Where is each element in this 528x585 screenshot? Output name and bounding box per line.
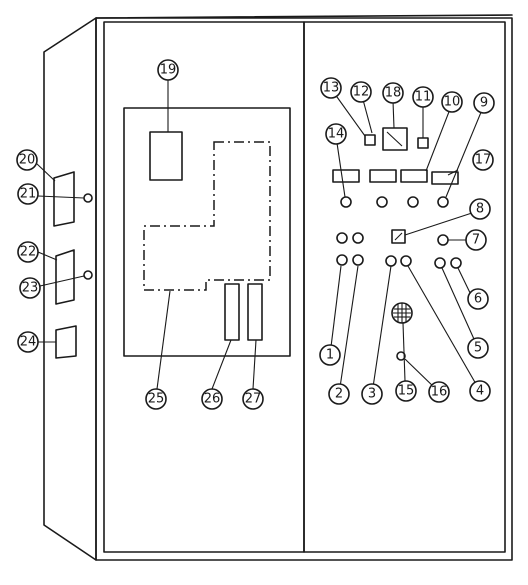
callout-25: 25 [145, 388, 167, 410]
callout-14-label: 14 [328, 127, 345, 142]
callout-18: 18 [382, 82, 404, 104]
callout-13: 13 [320, 77, 342, 99]
cabinet-front-frame [95, 17, 513, 561]
right-door [303, 21, 506, 553]
callout-2: 2 [328, 383, 350, 405]
callout-24-label: 24 [20, 335, 37, 350]
speaker-grille-15 [391, 302, 413, 324]
lamp-14 [340, 196, 352, 208]
lamp-9 [437, 196, 449, 208]
callout-15-label: 15 [398, 384, 415, 399]
callout-6-label: 6 [474, 292, 482, 307]
cabinet-top-edge [95, 14, 513, 19]
callout-10: 10 [441, 91, 463, 113]
left-door [103, 21, 305, 553]
callout-20: 20 [16, 149, 38, 171]
display-window-17 [431, 171, 459, 185]
meter-18 [382, 127, 408, 151]
callout-27: 27 [242, 388, 264, 410]
component-26-box [224, 283, 240, 341]
callout-17: 17 [472, 149, 494, 171]
side-window-20 [53, 171, 75, 227]
button-1 [336, 254, 348, 266]
callout-25-label: 25 [148, 392, 165, 407]
callout-19-label: 19 [160, 63, 177, 78]
display-window-14 [332, 169, 360, 183]
callout-15: 15 [395, 380, 417, 402]
callout-18-label: 18 [385, 86, 402, 101]
leader-lines [35, 80, 485, 395]
callout-26: 26 [201, 388, 223, 410]
button-2 [352, 254, 364, 266]
callout-4-label: 4 [476, 384, 484, 399]
side-window-24 [55, 325, 77, 359]
side-knob-23 [83, 270, 93, 280]
callout-10-label: 10 [444, 95, 461, 110]
callout-5-label: 5 [474, 341, 482, 356]
callout-17-label: 17 [475, 153, 492, 168]
component-25-outline [143, 141, 271, 291]
button-upper-1 [336, 232, 348, 244]
button-6 [450, 257, 462, 269]
button-upper-2 [352, 232, 364, 244]
side-knob-21 [83, 193, 93, 203]
callout-24: 24 [17, 331, 39, 353]
callout-6: 6 [467, 288, 489, 310]
callout-7-label: 7 [472, 233, 480, 248]
lamp-10 [407, 196, 419, 208]
callout-8: 8 [469, 198, 491, 220]
selector-switch-8 [391, 229, 406, 244]
callout-21: 21 [17, 183, 39, 205]
left-inner-panel [123, 107, 291, 357]
cabinet-outline [43, 14, 513, 561]
callout-3: 3 [361, 383, 383, 405]
component-19-box [149, 131, 183, 181]
callout-16: 16 [428, 381, 450, 403]
component-27-box [247, 283, 263, 341]
callout-23: 23 [19, 277, 41, 299]
callout-14: 14 [325, 123, 347, 145]
callout-12: 12 [350, 81, 372, 103]
display-window-12 [369, 169, 397, 183]
side-window-22 [55, 249, 75, 305]
callout-3-label: 3 [368, 387, 376, 402]
callout-9: 9 [473, 92, 495, 114]
callout-26-label: 26 [204, 392, 221, 407]
cabinet-side-panel [43, 17, 97, 561]
indicator-12 [364, 134, 376, 146]
callout-11-label: 11 [415, 90, 432, 105]
callout-5: 5 [467, 337, 489, 359]
callout-13-label: 13 [323, 81, 340, 96]
indicator-11 [417, 137, 429, 149]
callout-12-label: 12 [353, 85, 370, 100]
lamp-7 [437, 234, 449, 246]
meter-18-needle [386, 131, 403, 147]
callout-20-label: 20 [19, 153, 36, 168]
callout-22: 22 [17, 241, 39, 263]
callout-4: 4 [469, 380, 491, 402]
callout-22-label: 22 [20, 245, 37, 260]
callout-9-label: 9 [480, 96, 488, 111]
callout-27-label: 27 [245, 392, 262, 407]
callout-23-label: 23 [22, 281, 39, 296]
callout-1: 1 [319, 344, 341, 366]
callout-21-label: 21 [20, 187, 37, 202]
button-5 [434, 257, 446, 269]
display-window-10 [400, 169, 428, 183]
callout-1-label: 1 [326, 348, 334, 363]
button-4 [400, 255, 412, 267]
knob-16 [396, 351, 406, 361]
callout-7: 7 [465, 229, 487, 251]
callout-16-label: 16 [431, 385, 448, 400]
callout-8-label: 8 [476, 202, 484, 217]
callout-19: 19 [157, 59, 179, 81]
lamp-12 [376, 196, 388, 208]
selector-switch-8-handle [394, 232, 403, 241]
callout-11: 11 [412, 86, 434, 108]
callout-2-label: 2 [335, 387, 343, 402]
button-3 [385, 255, 397, 267]
